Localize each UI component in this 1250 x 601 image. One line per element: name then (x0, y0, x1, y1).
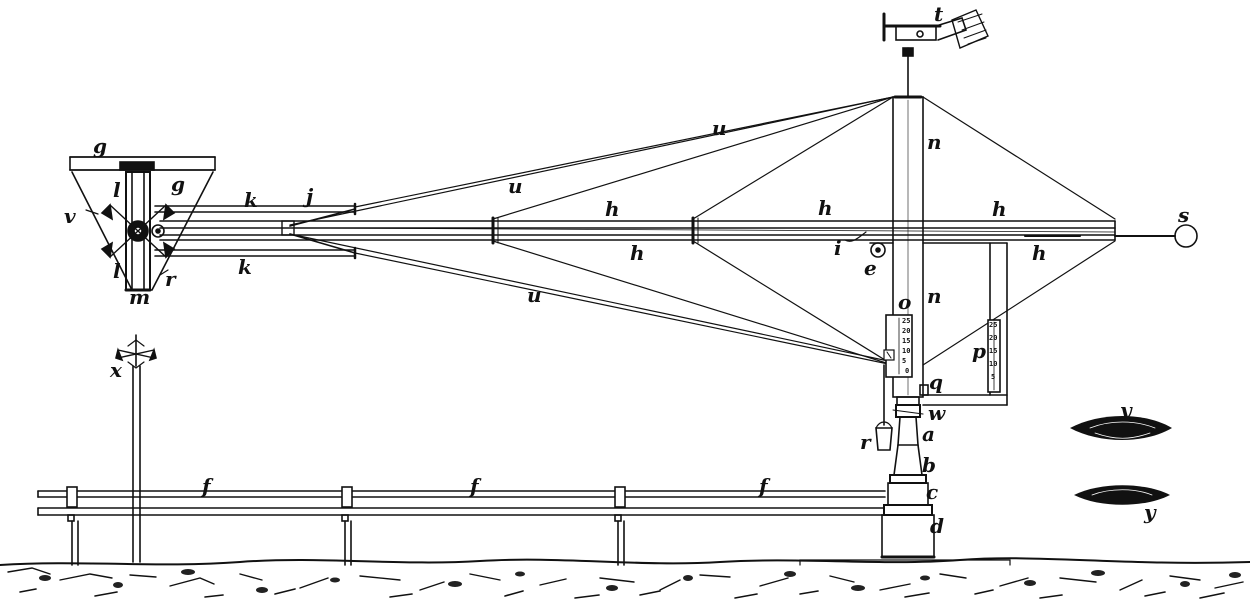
scale-o (883, 314, 913, 378)
scale-o-tick: 0 (905, 367, 910, 375)
label-l-bottom: l (113, 259, 121, 283)
label-h1: h (605, 197, 620, 221)
direction-dial (882, 9, 989, 98)
sail-frame (69, 156, 216, 292)
label-g-inner: g (171, 172, 185, 196)
label-h3: h (992, 197, 1007, 221)
label-q: q (929, 370, 943, 394)
label-h2: h (818, 196, 833, 220)
scale-p-tick: 15 (989, 347, 998, 355)
label-a: a (922, 422, 935, 446)
label-p: p (972, 339, 986, 363)
scale-p-tick: 25 (989, 321, 998, 329)
label-m: m (129, 285, 151, 309)
label-n-top: n (927, 130, 942, 154)
pulley (844, 231, 894, 258)
scale-o-tick: 10 (902, 347, 911, 355)
label-x: x (110, 358, 122, 382)
side-tubes (154, 202, 357, 260)
main-boom (159, 216, 1198, 248)
pipe (37, 486, 886, 566)
label-v: v (64, 204, 76, 228)
label-f1: f (202, 474, 211, 498)
label-k-top: k (244, 188, 258, 212)
label-j: j (306, 184, 314, 208)
label-i: i (834, 236, 842, 260)
label-s: s (1178, 203, 1190, 227)
label-t: t (934, 2, 944, 26)
label-u-top: u (712, 116, 727, 140)
scale-p-tick: 20 (989, 334, 998, 342)
label-d: d (930, 514, 944, 538)
label-y-bottom: y (1144, 500, 1156, 524)
base-column (880, 384, 936, 559)
label-k-bottom: k (238, 255, 252, 279)
scale-o-tick: 15 (902, 337, 911, 345)
scale-p-tick: 5 (991, 373, 996, 381)
label-g-left: g (93, 134, 107, 158)
label-n-low: n (927, 284, 942, 308)
scale-p-tick: 10 (989, 360, 998, 368)
bracket-p (922, 242, 1008, 406)
label-c: c (926, 480, 939, 504)
label-r-arm: r (165, 267, 176, 291)
y-objects (1070, 416, 1172, 505)
label-e: e (864, 256, 877, 280)
anemometer-pole (115, 334, 157, 563)
scale-o-tick: 25 (902, 317, 911, 325)
label-f3: f (759, 474, 768, 498)
scale-o-tick: 20 (902, 327, 911, 335)
label-u-low: u (527, 283, 542, 307)
label-b: b (922, 453, 936, 477)
label-u-mid: u (508, 174, 523, 198)
bucket (875, 364, 893, 451)
label-l-top: l (113, 178, 121, 202)
label-w: w (928, 401, 946, 425)
guy-wires (289, 96, 1116, 366)
label-h4: h (630, 241, 645, 265)
label-o: o (898, 290, 912, 314)
label-r-bucket: r (860, 430, 871, 454)
label-f2: f (470, 474, 479, 498)
label-h5: h (1032, 241, 1047, 265)
label-y-top: y (1120, 398, 1132, 422)
scale-o-tick: 5 (902, 357, 907, 365)
ground-strip (0, 557, 1250, 601)
